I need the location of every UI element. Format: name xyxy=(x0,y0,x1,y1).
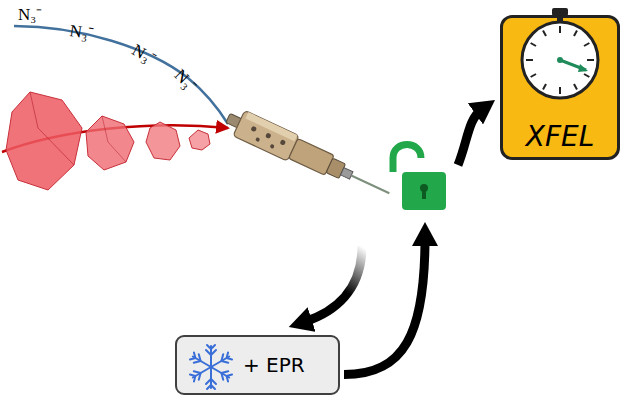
azide-label: N₃⁻ xyxy=(170,63,203,96)
azide-label: N₃⁻ xyxy=(18,2,42,25)
injector xyxy=(222,105,395,206)
xfel-box: XFEL xyxy=(500,15,620,160)
azide-label: N₃⁻ xyxy=(68,18,95,44)
snowflake-icon xyxy=(187,343,235,391)
flow-connector xyxy=(344,109,482,374)
open-lock xyxy=(393,145,446,211)
stopwatch-icon xyxy=(510,8,610,100)
node-text: XFEL xyxy=(526,120,595,153)
epr-box: + EPR xyxy=(175,335,340,395)
crystals xyxy=(6,92,210,190)
azide-label: N₃⁻ xyxy=(128,38,160,70)
flow-arrow xyxy=(304,246,362,322)
node-text: + EPR xyxy=(243,353,305,377)
